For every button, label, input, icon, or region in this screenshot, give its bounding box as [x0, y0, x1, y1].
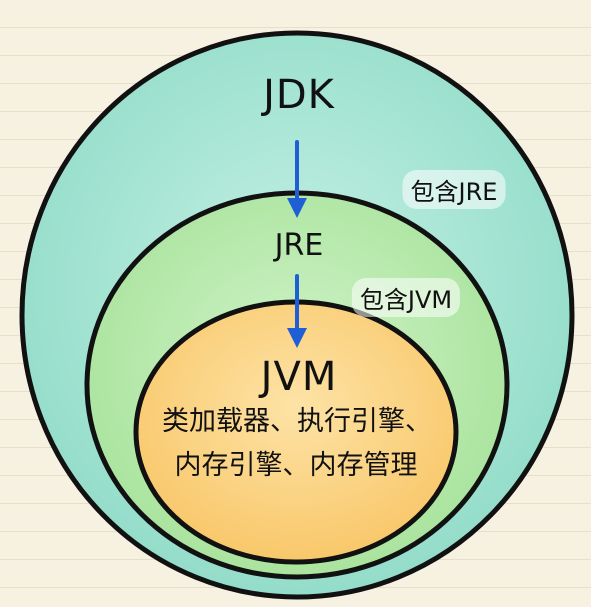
jre-label: JRE — [274, 228, 324, 263]
contains-jre-label: 包含JRE — [402, 170, 506, 209]
jvm-description-line-2: 内存引擎、内存管理 — [174, 450, 418, 481]
contains-jvm-label: 包含JVM — [351, 278, 461, 317]
jdk-label: JDK — [263, 72, 335, 118]
jvm-description-line-1: 类加载器、执行引擎、 — [162, 406, 432, 437]
jvm-label: JVM — [260, 354, 338, 400]
